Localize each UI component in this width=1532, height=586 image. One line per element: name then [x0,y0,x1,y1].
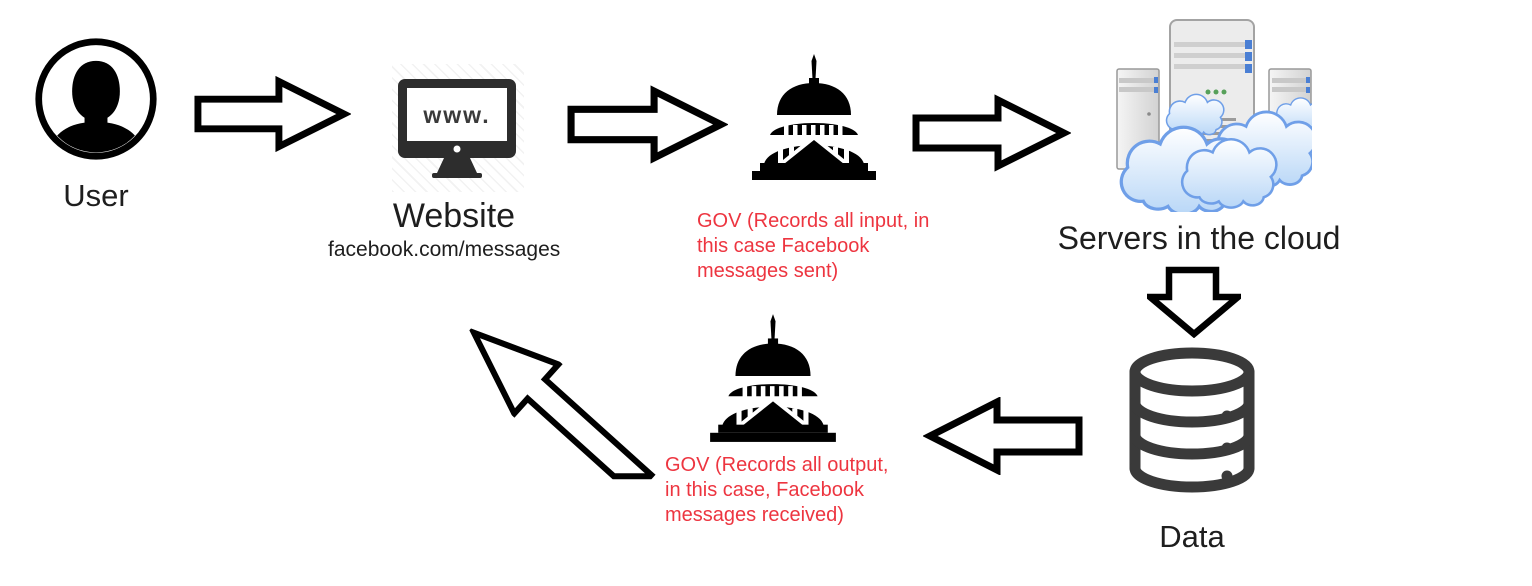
cloud-servers-icon [1116,19,1312,212]
user-avatar-icon [35,38,157,160]
website-label: Website [392,197,516,235]
capitol-building-icon [710,314,836,442]
website-url-label: facebook.com/messages [328,238,561,261]
gov-output-caption: GOV (Records all output, in this case, F… [665,454,889,526]
arrow-gov-output-to-website [467,327,661,480]
database-icon [1129,347,1255,493]
servers-label: Servers in the cloud [1057,220,1341,256]
arrow-gov-input-to-servers [912,94,1071,172]
capitol-building-icon [752,54,876,180]
monitor-screen-text: www. [422,102,490,128]
arrow-website-to-gov-input [567,85,728,164]
arrow-data-to-gov-output [923,397,1083,475]
gov-input-caption: GOV (Records all input, in this case Fac… [697,210,930,282]
data-label: Data [1159,519,1225,554]
arrow-servers-to-data [1147,266,1241,338]
arrow-user-to-website [194,75,351,153]
monitor-www-icon: www. [398,79,516,178]
user-label: User [63,178,129,213]
